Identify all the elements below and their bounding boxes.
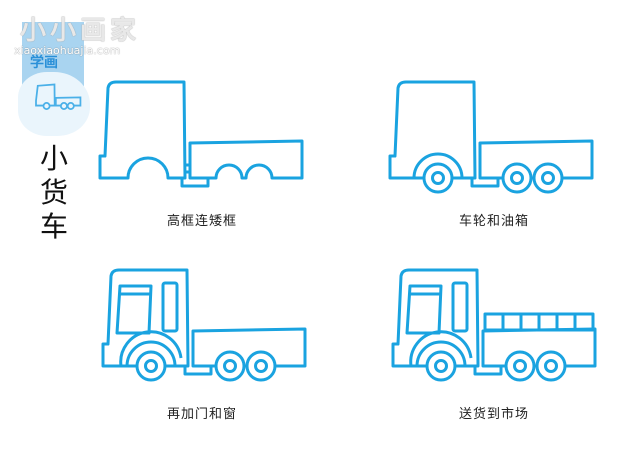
truck-connector (180, 163, 210, 188)
logo-badge-text: 学画 (30, 55, 58, 71)
wheel-2 (214, 350, 246, 382)
wheel-hub-1 (144, 359, 158, 373)
truck-cab (391, 268, 480, 368)
step-1-caption: 高框连矮框 (166, 214, 238, 229)
truck-side-window (451, 281, 469, 333)
truck-cab (98, 80, 187, 180)
truck-side-window (161, 281, 179, 333)
page-title: 小货车 (40, 142, 69, 243)
logo-truck-wheel (59, 102, 68, 110)
truck-fuel-tank (473, 366, 503, 376)
wheel-hub-3 (254, 359, 268, 373)
wheel-arch (412, 152, 464, 179)
wheel-hub-2 (510, 171, 524, 185)
truck-fuel-tank (183, 366, 213, 376)
truck-door-window (115, 284, 153, 335)
truck-step-3 (101, 268, 307, 382)
wheel-1 (425, 350, 457, 382)
wheel-hub-2 (223, 359, 237, 373)
wheel-hub-1 (434, 359, 448, 373)
truck-bed (188, 139, 304, 180)
logo-truck-body (35, 83, 82, 107)
wheel-3 (245, 350, 277, 382)
logo-site: xiaoxiaohuajia.com (14, 44, 121, 57)
wheel-2 (501, 162, 533, 194)
truck-step-2 (388, 80, 594, 194)
wheel-hub-2 (513, 359, 527, 373)
wheel-1 (422, 162, 454, 194)
truck-cab (388, 80, 477, 180)
wheel-1 (135, 350, 167, 382)
wheel-arch (125, 340, 177, 367)
step-4-caption: 送货到市场 (458, 407, 530, 422)
truck-step-1 (98, 80, 304, 188)
step-2-caption: 车轮和油箱 (458, 214, 530, 229)
wheel-arch (415, 340, 467, 367)
logo-truck-wheel (42, 102, 51, 110)
step-3-caption: 再加门和窗 (166, 407, 238, 422)
wheel-hub-1 (431, 171, 445, 185)
wheel-hub-3 (544, 359, 558, 373)
truck-cab (101, 268, 190, 368)
wheel-3 (535, 350, 567, 382)
wheel-2 (504, 350, 536, 382)
logo-truck-wheel (66, 102, 75, 110)
truck-fuel-tank (470, 178, 500, 188)
truck-door-window (405, 284, 443, 335)
truck-step-4 (391, 268, 597, 382)
logo-truck-icon (35, 83, 82, 110)
wheel-hub-3 (541, 171, 555, 185)
wheel-3 (532, 162, 564, 194)
logo-brand: 小小画家 (20, 16, 141, 46)
